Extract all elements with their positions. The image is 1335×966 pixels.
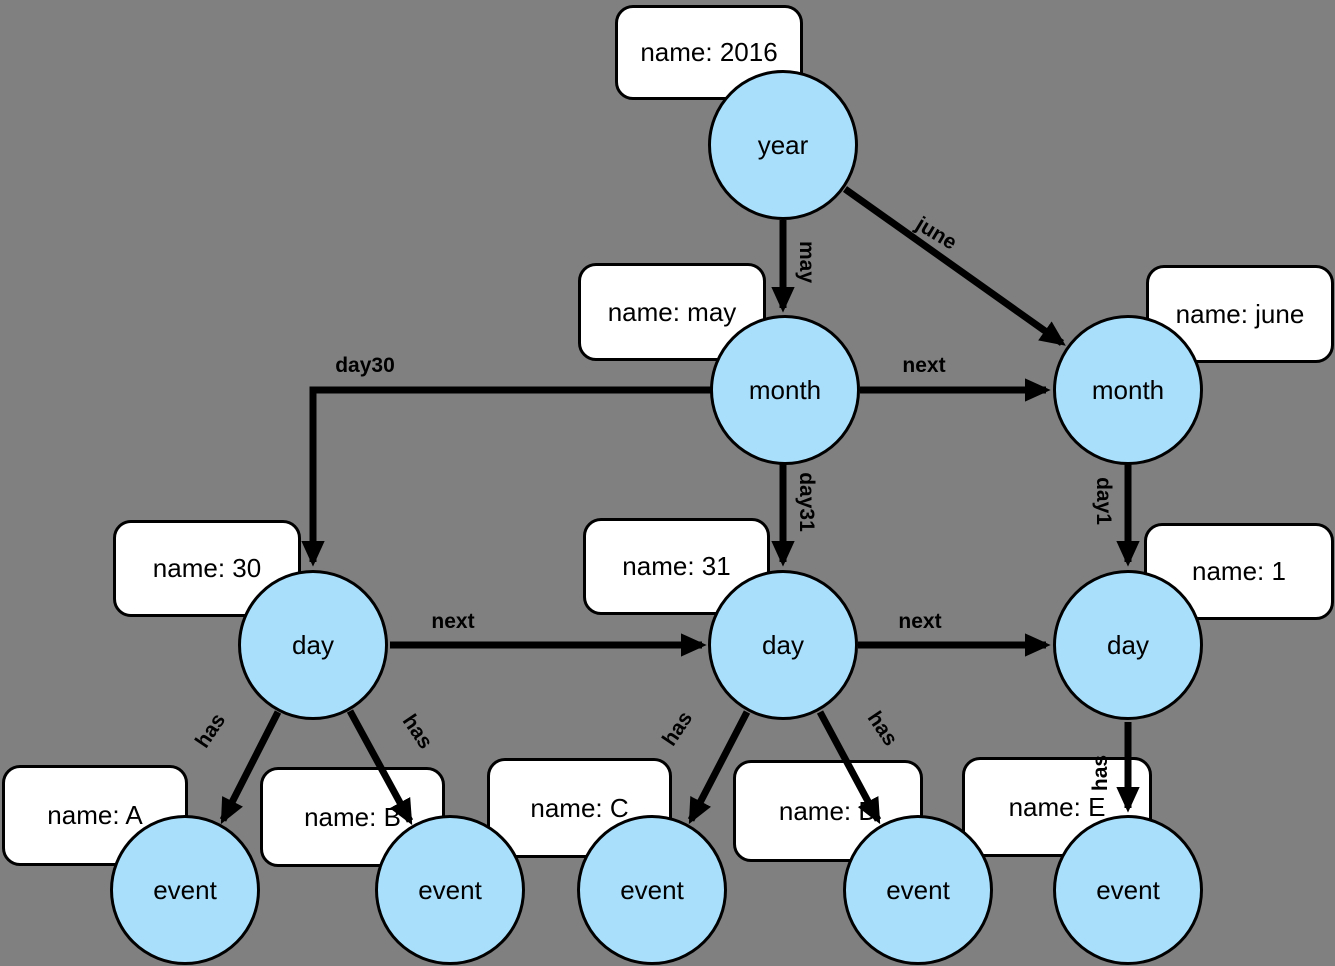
edge-day31-has-d bbox=[816, 710, 882, 825]
node-event-a: event bbox=[110, 815, 260, 965]
edge-day30-has-b bbox=[346, 709, 414, 826]
edge-label-may: may bbox=[795, 240, 818, 284]
node-event-d: event bbox=[843, 815, 993, 965]
edge-label-next-days-b: next bbox=[898, 610, 942, 633]
node-day-1: day bbox=[1053, 570, 1203, 720]
node-day-30: day bbox=[238, 570, 388, 720]
edge-day30-has-a bbox=[219, 710, 282, 825]
edge-month-day30 bbox=[301, 386, 712, 567]
edge-day31-has-c bbox=[687, 710, 751, 825]
edge-label-day1: day1 bbox=[1092, 477, 1115, 525]
edge-label-next-months: next bbox=[902, 354, 946, 377]
node-month-may: month bbox=[710, 315, 860, 465]
edge-label-has-e: has bbox=[1089, 754, 1112, 792]
node-month-june: month bbox=[1053, 315, 1203, 465]
property-box-name-c: name: C bbox=[487, 758, 672, 858]
property-box-name-2016: name: 2016 bbox=[615, 5, 803, 100]
node-event-e: event bbox=[1053, 815, 1203, 965]
edge-label-day30: day30 bbox=[335, 354, 395, 377]
edge-label-day31: day31 bbox=[795, 472, 818, 532]
node-event-c: event bbox=[577, 815, 727, 965]
node-day-31: day bbox=[708, 570, 858, 720]
node-year: year bbox=[708, 70, 858, 220]
edge-label-next-days-a: next bbox=[431, 610, 475, 633]
node-event-b: event bbox=[375, 815, 525, 965]
edge-year-june-month bbox=[842, 186, 1066, 346]
